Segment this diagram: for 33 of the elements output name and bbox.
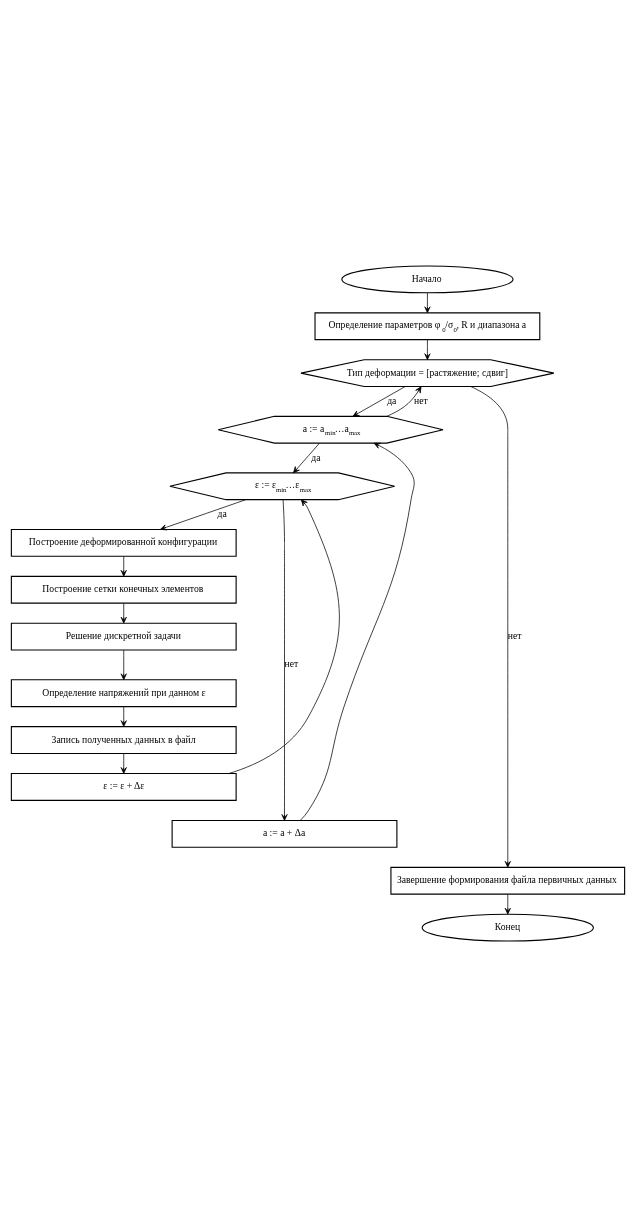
arrow [352, 386, 406, 417]
node-box: Завершение формирования файла первичных данных [390, 866, 626, 895]
node-box: Решение дискретной задачи [10, 622, 237, 651]
node-box: Запись полученных данных в файл [10, 726, 237, 755]
arrow [424, 339, 431, 360]
node-box: ε := ε + Δε [10, 773, 237, 801]
arrow [120, 649, 127, 681]
arrow [120, 753, 127, 774]
edge-label: нет [284, 658, 299, 670]
node-box: Определение напряжений при данном ε [10, 679, 237, 708]
arrow [120, 603, 127, 624]
node-ellipse: Начало [341, 265, 514, 294]
arrow [228, 499, 340, 774]
arrow [299, 442, 415, 821]
node-box: Построение сетки конечных элементов [10, 575, 237, 604]
edge-label: нет [507, 630, 522, 642]
arrow [424, 292, 431, 314]
node-ellipse: Конец [421, 913, 594, 942]
node-box: Построение деформированной конфигурации [10, 528, 237, 557]
edge-label: нет [414, 394, 428, 406]
edge-label: да [311, 451, 321, 463]
arrow [281, 499, 288, 821]
arrow [160, 499, 247, 531]
arrow [120, 706, 127, 727]
arrow [470, 386, 511, 868]
node-box: Определение параметров φ$_{0}$/σ$_{0}$, R и диапазона a [314, 312, 541, 341]
arrow [504, 894, 511, 915]
arrow [293, 442, 320, 474]
edge-label: да [217, 508, 227, 520]
edge-label: да [387, 394, 397, 406]
node-box: a := a + Δa [171, 819, 398, 848]
arrow [120, 556, 127, 577]
arrow [386, 386, 422, 417]
